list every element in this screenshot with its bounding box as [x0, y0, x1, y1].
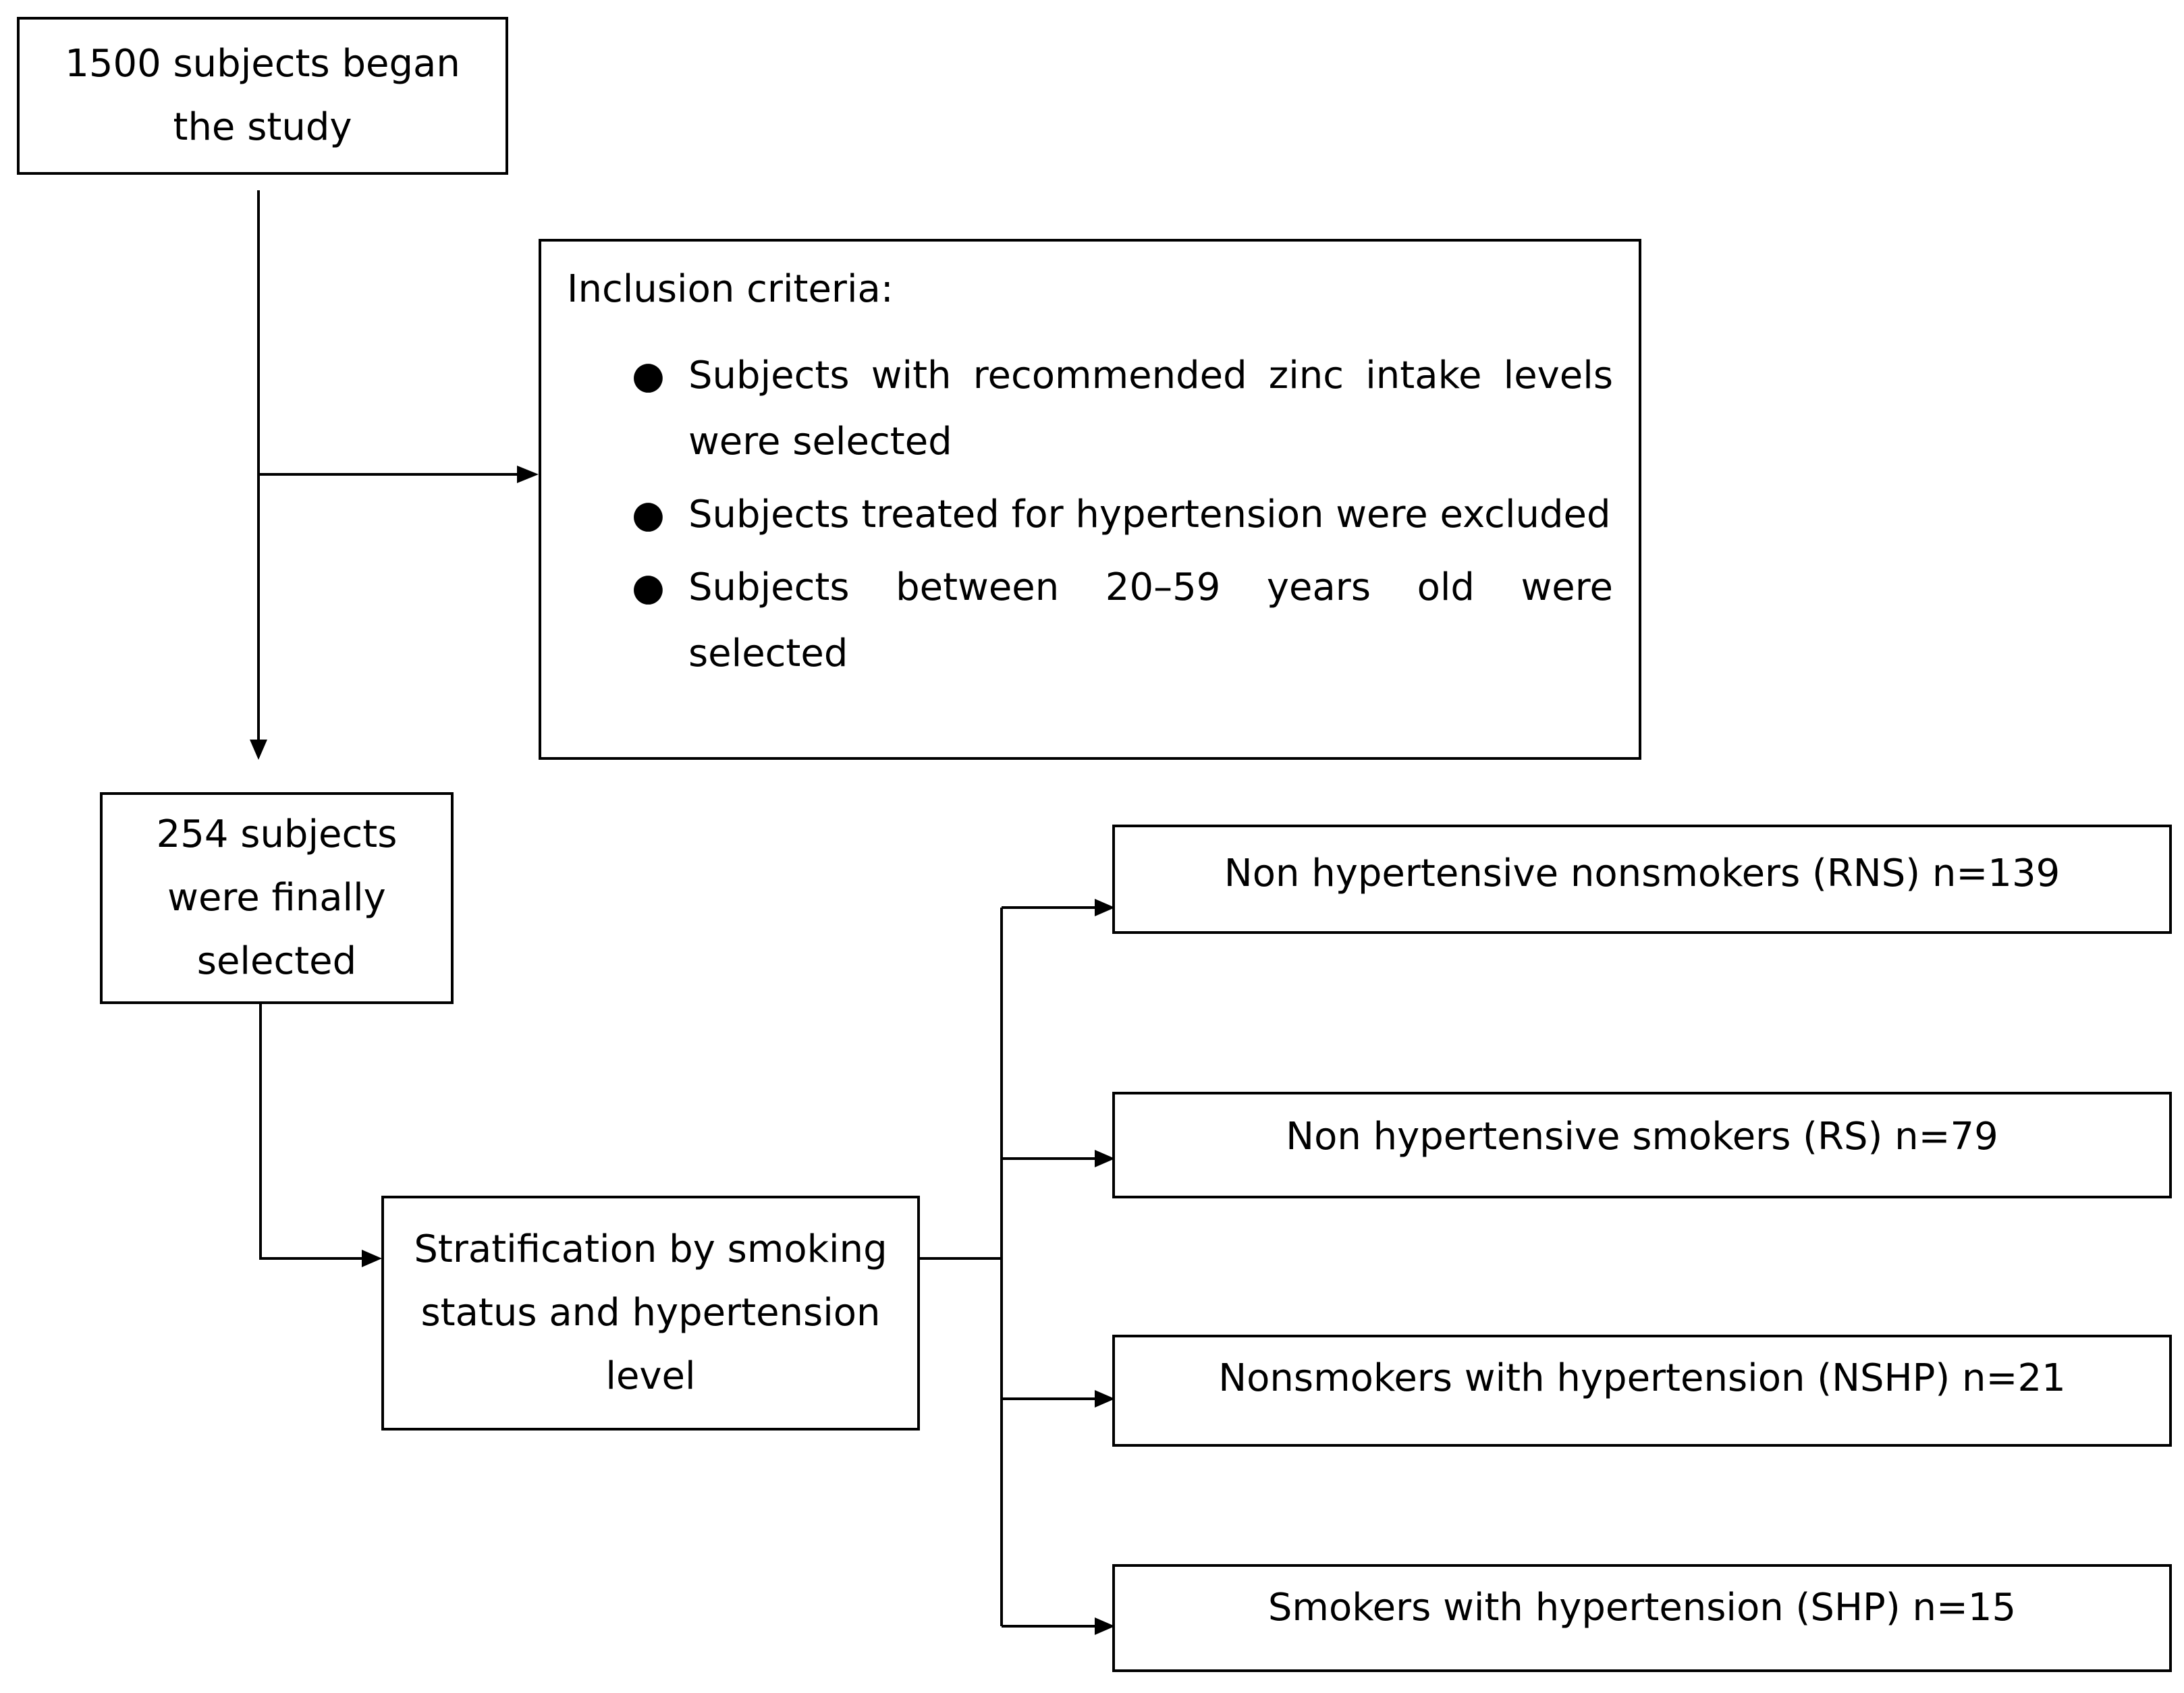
criteria-item-text: Subjects with recommended zinc intake le… — [688, 354, 1613, 464]
start-box: 1500 subjects began the study — [17, 17, 508, 175]
arrowhead-right-icon — [1095, 899, 1115, 916]
arrowhead-right-icon — [1095, 1617, 1115, 1635]
arrowhead-right-icon — [517, 466, 539, 483]
group-box-rns: Non hypertensive nonsmokers (RNS) n=139 — [1112, 825, 2172, 934]
inclusion-criteria-list: ● Subjects with recommended zinc intake … — [567, 343, 1613, 687]
criteria-item-text: Subjects treated for hypertension were e… — [688, 493, 1611, 536]
criteria-item: ● Subjects treated for hypertension were… — [567, 482, 1613, 548]
stratification-box: Stratification by smoking status and hyp… — [381, 1196, 920, 1431]
criteria-item: ● Subjects between 20–59 years old were … — [567, 555, 1613, 687]
inclusion-criteria-title: Inclusion criteria: — [567, 267, 894, 311]
stratification-label: Stratification by smoking status and hyp… — [414, 1227, 888, 1398]
start-label: 1500 subjects began the study — [65, 42, 460, 149]
group-box-rs: Non hypertensive smokers (RS) n=79 — [1112, 1092, 2172, 1198]
inclusion-criteria-box: Inclusion criteria: ● Subjects with reco… — [539, 239, 1641, 760]
arrowhead-right-icon — [362, 1250, 382, 1267]
group-label: Nonsmokers with hypertension (NSHP) n=21 — [1218, 1356, 2066, 1400]
group-box-shp: Smokers with hypertension (SHP) n=15 — [1112, 1564, 2172, 1672]
group-label: Smokers with hypertension (SHP) n=15 — [1267, 1586, 2017, 1630]
selected-label: 254 subjects were finally selected — [156, 812, 398, 983]
group-label: Non hypertensive nonsmokers (RNS) n=139 — [1224, 852, 2060, 895]
group-label: Non hypertensive smokers (RS) n=79 — [1286, 1115, 1998, 1159]
bullet-icon: ● — [632, 565, 665, 609]
arrow-selected-to-stratification — [259, 1004, 364, 1260]
selected-box: 254 subjects were finally selected — [100, 792, 454, 1004]
arrowhead-right-icon — [1095, 1150, 1115, 1167]
group-box-nshp: Nonsmokers with hypertension (NSHP) n=21 — [1112, 1335, 2172, 1447]
arrowhead-right-icon — [1095, 1390, 1115, 1408]
bullet-icon: ● — [632, 354, 665, 397]
criteria-item-text: Subjects between 20–59 years old were se… — [688, 565, 1613, 675]
bullet-icon: ● — [632, 493, 665, 536]
criteria-item: ● Subjects with recommended zinc intake … — [567, 343, 1613, 475]
arrowhead-down-icon — [250, 740, 267, 760]
